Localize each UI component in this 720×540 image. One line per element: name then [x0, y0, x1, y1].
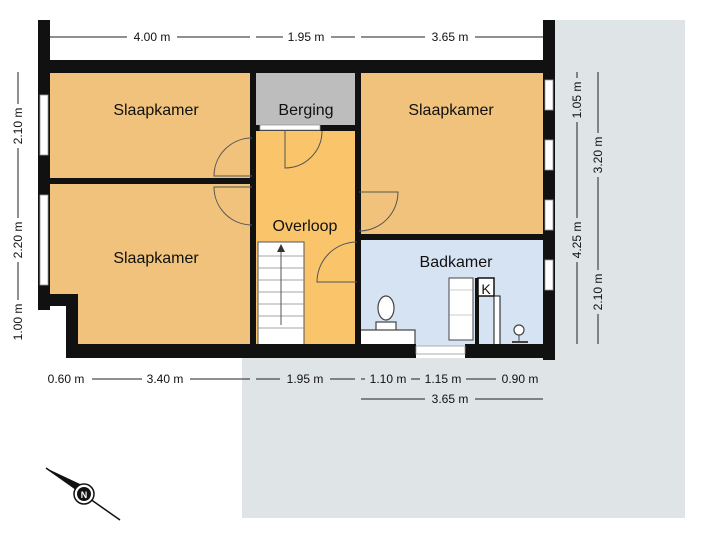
- svg-text:2.10 m: 2.10 m: [591, 274, 605, 311]
- floor-bedroom-top-left: [48, 72, 253, 182]
- exterior-area: [242, 20, 685, 518]
- dimension-top: [50, 29, 543, 45]
- dim-left-2: 2.20 m: [9, 218, 25, 262]
- dimension-bottom: [42, 371, 544, 407]
- svg-text:1.05 m: 1.05 m: [570, 82, 584, 119]
- room-label-storage: Berging: [278, 102, 333, 119]
- room-label-landing: Overloop: [273, 218, 338, 235]
- staircase: [257, 241, 305, 347]
- svg-text:2.20 m: 2.20 m: [11, 222, 25, 259]
- dim-bottom-3: 1.95 m: [287, 372, 324, 386]
- dim-bottom-2: 3.40 m: [147, 372, 184, 386]
- windows: [39, 79, 554, 355]
- svg-text:1.00 m: 1.00 m: [11, 304, 25, 341]
- bathroom-divider: [475, 278, 479, 346]
- compass-icon: N: [45, 467, 121, 521]
- svg-text:3.20 m: 3.20 m: [591, 137, 605, 174]
- room-label-bedroom-bottom-left: Slaapkamer: [113, 250, 199, 267]
- dim-right-inner-2: 3.20 m: [589, 133, 605, 177]
- dim-right-inner-3: 2.10 m: [589, 270, 605, 314]
- floor-storage: [253, 72, 358, 128]
- cabinet: [493, 295, 501, 347]
- floor-bedroom-top-right: [358, 72, 545, 237]
- dim-left-1: 2.10 m: [9, 104, 25, 148]
- doors: [213, 130, 399, 283]
- sink-counter: [359, 329, 416, 347]
- dim-top-2: 1.95 m: [288, 30, 325, 44]
- room-label-bedroom-top-left: Slaapkamer: [113, 102, 199, 119]
- floor-bedroom-bottom-left: [48, 182, 253, 346]
- dim-bottom-1: 0.60 m: [48, 372, 85, 386]
- room-label-bathroom: Badkamer: [420, 254, 494, 271]
- svg-text:4.25 m: 4.25 m: [570, 222, 584, 259]
- dim-right-inner-1: 1.05 m: [568, 78, 584, 122]
- svg-text:2.10 m: 2.10 m: [11, 108, 25, 145]
- dim-right-outer: 4.25 m: [568, 218, 584, 262]
- compass-label: N: [81, 490, 88, 500]
- dim-bottom-4: 1.10 m: [370, 372, 407, 386]
- dim-bottom-6: 0.90 m: [502, 372, 539, 386]
- kitchen-marker-label: K: [481, 281, 491, 297]
- kitchen-marker-box: [477, 277, 495, 297]
- toilet: [375, 295, 397, 333]
- dim-bottom-5: 1.15 m: [425, 372, 462, 386]
- shower: [448, 277, 474, 341]
- dim-top-1: 4.00 m: [134, 30, 171, 44]
- dim-top-3: 3.65 m: [432, 30, 469, 44]
- room-label-bedroom-top-right: Slaapkamer: [408, 102, 494, 119]
- dim-left-3: 1.00 m: [9, 300, 25, 344]
- dim-bottom-total: 3.65 m: [432, 392, 469, 406]
- washbasin: [512, 324, 528, 343]
